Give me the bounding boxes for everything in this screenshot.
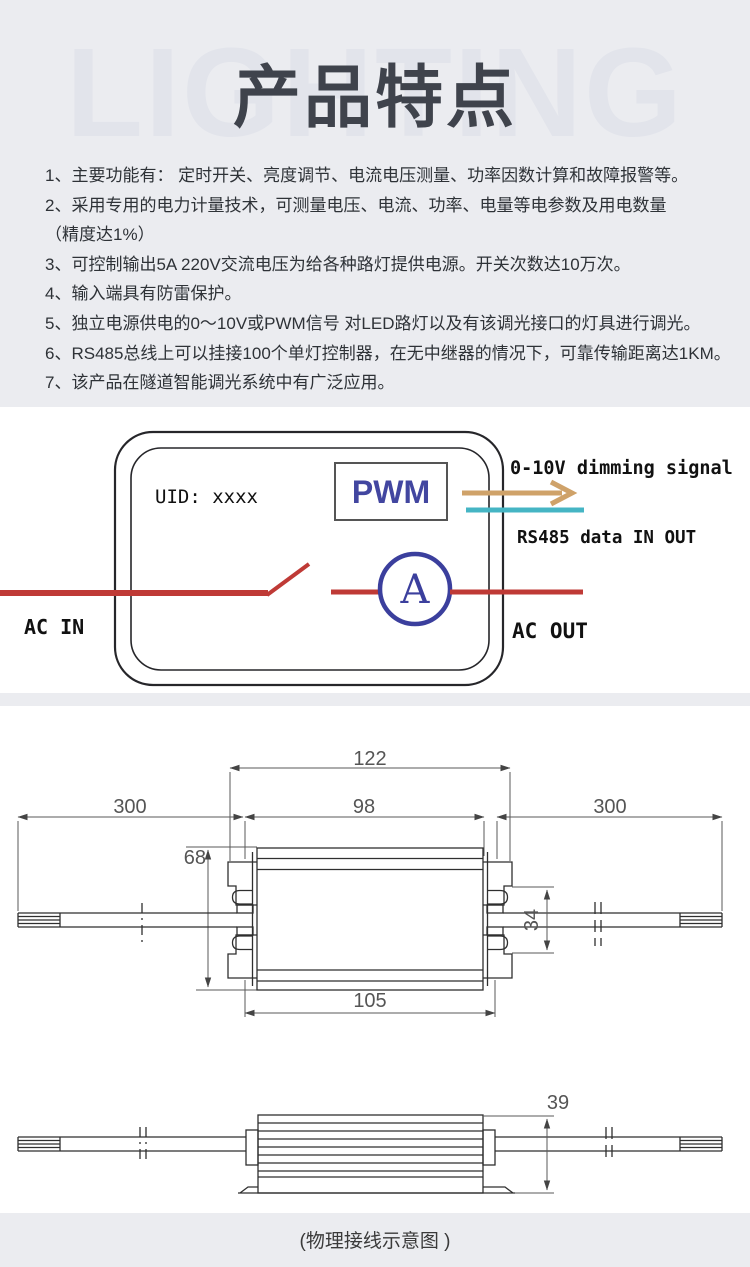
dim-base-width: 105 xyxy=(353,990,386,1012)
hero-section: LIGHTING 产品特点 1、主要功能有： 定时开关、亮度调节、电流电压测量、… xyxy=(0,0,750,407)
dim-height: 68 xyxy=(184,847,206,869)
dimension-drawing-section: 122 300 98 300 68 xyxy=(0,706,750,1213)
switch-blade xyxy=(265,562,311,597)
dimension-drawing: 122 300 98 300 68 xyxy=(17,748,723,1194)
section-divider xyxy=(0,693,750,706)
caption-band: (物理接线示意图 ) xyxy=(0,1213,750,1267)
dim-slot-height: 34 xyxy=(521,909,543,931)
feature-item: 5、独立电源供电的0～10V或PWM信号 对LED路灯以及有该调光接口的灯具进行… xyxy=(45,313,701,333)
feature-item: 6、RS485总线上可以挂接100个单灯控制器，在无中继器的情况下，可靠传输距离… xyxy=(45,343,731,363)
feature-item: 2、采用专用的电力计量技术，可测量电压、电流、功率、电量等电参数及用电数量 xyxy=(45,195,667,215)
dim-body-width: 98 xyxy=(353,796,375,818)
rs485-label: RS485 data IN OUT xyxy=(517,528,696,548)
ammeter-circle xyxy=(377,551,453,627)
pwm-label: PWM xyxy=(352,474,430,510)
feature-list: 1、主要功能有： 定时开关、亮度调节、电流电压测量、功率因数计算和故障报警等。 … xyxy=(45,161,750,398)
wiring-diagram-section: UID: xxxx PWM 0-10V dimming signal RS485… xyxy=(0,407,750,693)
feature-item: 1、主要功能有： 定时开关、亮度调节、电流电压测量、功率因数计算和故障报警等。 xyxy=(45,166,689,185)
page-title: 产品特点 xyxy=(232,60,517,136)
drawing-caption: (物理接线示意图 ) xyxy=(299,1231,451,1252)
dimming-arrow-head xyxy=(549,479,578,507)
pwm-box xyxy=(334,462,448,521)
ac-out-label: AC OUT xyxy=(512,619,588,643)
dim-side-height: 39 xyxy=(547,1092,569,1114)
feature-item: 3、可控制输出5A 220V交流电压为给各种路灯提供电源。开关次数达10万次。 xyxy=(45,254,631,274)
ac-in-label: AC IN xyxy=(24,615,84,639)
dim-left-wire: 300 xyxy=(113,796,146,818)
device-outer-case xyxy=(113,430,505,687)
device-inner-case xyxy=(130,447,490,671)
dim-overall-width: 122 xyxy=(353,748,386,770)
dim-right-wire: 300 xyxy=(593,796,626,818)
ammeter-label: A xyxy=(400,567,431,613)
dimming-signal-label: 0-10V dimming signal xyxy=(510,458,733,479)
feature-item: 7、该产品在隧道智能调光系统中有广泛应用。 xyxy=(45,373,395,393)
feature-item: 4、输入端具有防雷保护。 xyxy=(45,284,242,304)
feature-item: （精度达1%） xyxy=(45,225,155,245)
watermark-text: LIGHTING xyxy=(66,22,684,163)
wiring-diagram: UID: xxxx PWM 0-10V dimming signal RS485… xyxy=(0,430,733,687)
uid-label: UID: xxxx xyxy=(155,486,258,508)
